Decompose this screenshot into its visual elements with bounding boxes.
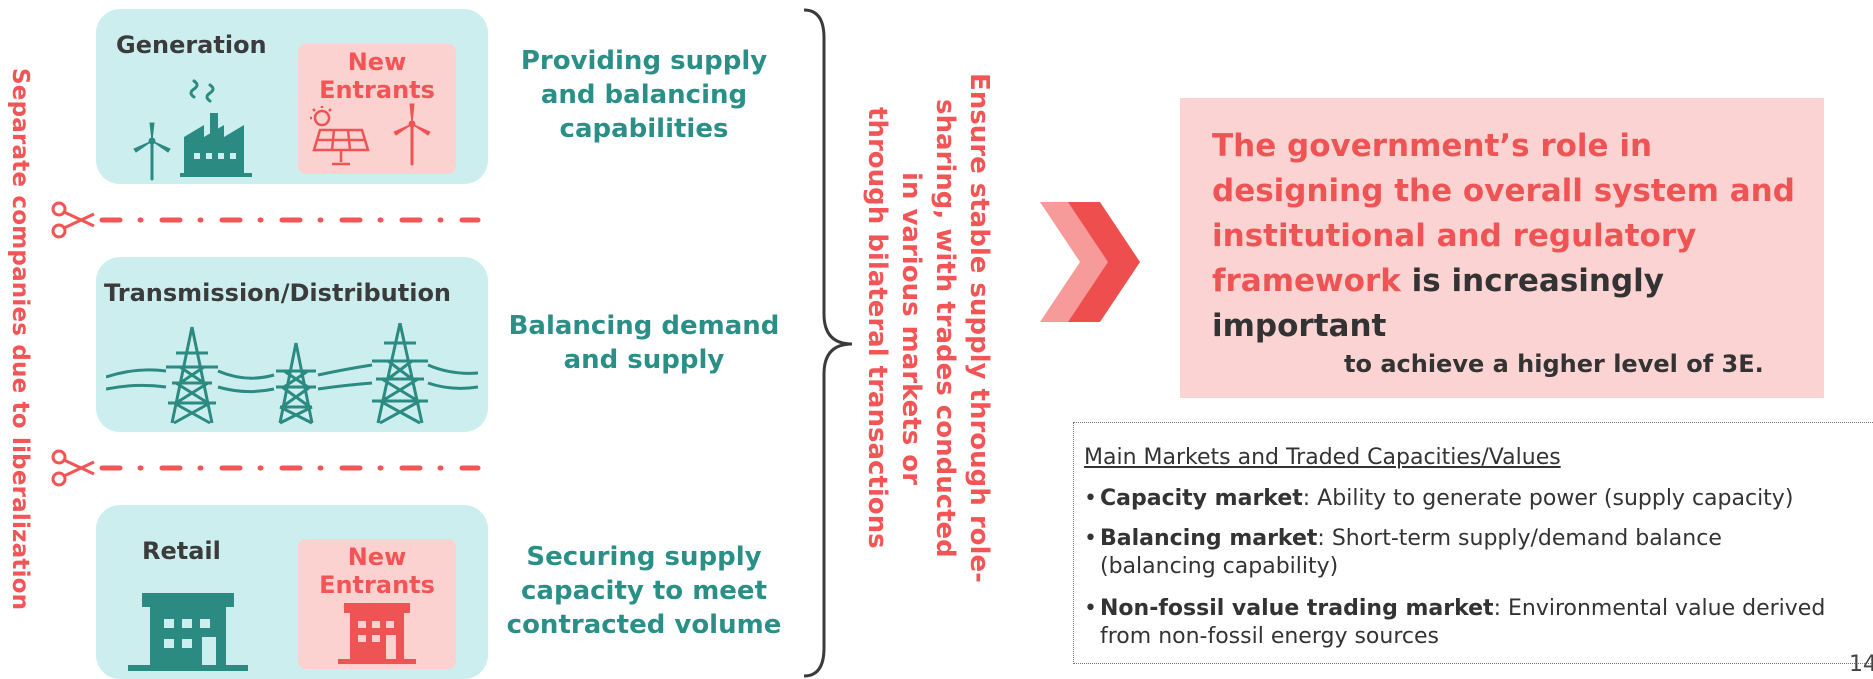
government-role-dark-text: is increasingly important — [1212, 263, 1665, 344]
factory-icon — [180, 79, 252, 177]
page-number: 14 — [1849, 652, 1873, 677]
transmission-function-text: Balancing demand and supply — [494, 309, 794, 377]
solar-panel-icon — [310, 106, 370, 166]
transmission-panel: Transmission/Distribution — [96, 257, 488, 432]
caption-line: Ensure stable supply through role- — [964, 73, 994, 583]
market-name: Capacity market — [1100, 486, 1303, 511]
scissors-icon — [51, 449, 95, 487]
function-line: capabilities — [559, 114, 729, 144]
generation-title: Generation — [116, 31, 267, 59]
transmission-title: Transmission/Distribution — [104, 279, 452, 307]
chevron-right-icon — [1040, 202, 1140, 322]
wind-turbine-icon — [393, 103, 431, 166]
market-desc-cont: (balancing capability) — [1100, 554, 1339, 579]
market-item-non-fossil: •Non-fossil value trading market: Enviro… — [1084, 595, 1873, 651]
caption-line: through bilateral transactions — [862, 107, 892, 549]
wind-turbine-icon — [133, 122, 171, 181]
middle-caption-text: Ensure stable supply through role- shari… — [860, 48, 996, 608]
market-item-balancing: •Balancing market: Short-term supply/dem… — [1084, 525, 1873, 581]
function-line: Balancing demand — [508, 311, 780, 341]
generation-function-text: Providing supply and balancing capabilit… — [494, 44, 794, 146]
government-role-red-text: The government’s role in designing the o… — [1212, 128, 1795, 299]
retail-function-text: Securing supply capacity to meet contrac… — [494, 540, 794, 642]
cut-line-2 — [51, 449, 481, 487]
building-icon — [338, 603, 416, 664]
function-line: Securing supply — [526, 542, 762, 572]
market-desc: : Environmental value derived — [1493, 596, 1826, 621]
scissors-icon — [51, 201, 95, 239]
curly-brace-icon — [803, 8, 853, 678]
caption-line: in various markets or — [896, 171, 926, 485]
middle-vertical-caption: Ensure stable supply through role- shari… — [860, 48, 1020, 608]
retail-title: Retail — [142, 537, 221, 565]
left-vertical-caption: Separate companies due to liberalization — [0, 0, 40, 679]
function-line: Providing supply — [520, 46, 768, 76]
government-role-subtext: to achieve a higher level of 3E. — [1344, 350, 1764, 378]
caption-line: sharing, with trades conducted — [930, 98, 960, 558]
function-line: capacity to meet — [521, 576, 767, 606]
building-icon — [128, 593, 248, 671]
left-caption-text: Separate companies due to liberalization — [7, 68, 33, 611]
cut-line-1 — [51, 201, 481, 239]
function-line: and balancing — [540, 80, 748, 110]
function-line: contracted volume — [506, 610, 782, 640]
market-desc: : Short-term supply/demand balance — [1317, 526, 1722, 551]
market-item-capacity: •Capacity market: Ability to generate po… — [1084, 486, 1794, 511]
market-desc-cont: from non-fossil energy sources — [1100, 624, 1439, 649]
markets-box: Main Markets and Traded Capacities/Value… — [1073, 422, 1873, 664]
government-role-box: The government’s role in designing the o… — [1180, 98, 1824, 398]
government-role-text: The government’s role in designing the o… — [1212, 124, 1812, 349]
markets-title: Main Markets and Traded Capacities/Value… — [1084, 445, 1561, 470]
function-line: and supply — [563, 345, 725, 375]
market-desc: : Ability to generate power (supply capa… — [1302, 486, 1794, 511]
power-pylon-icon — [106, 323, 478, 425]
market-name: Balancing market — [1100, 526, 1318, 551]
market-name: Non-fossil value trading market — [1100, 596, 1494, 621]
